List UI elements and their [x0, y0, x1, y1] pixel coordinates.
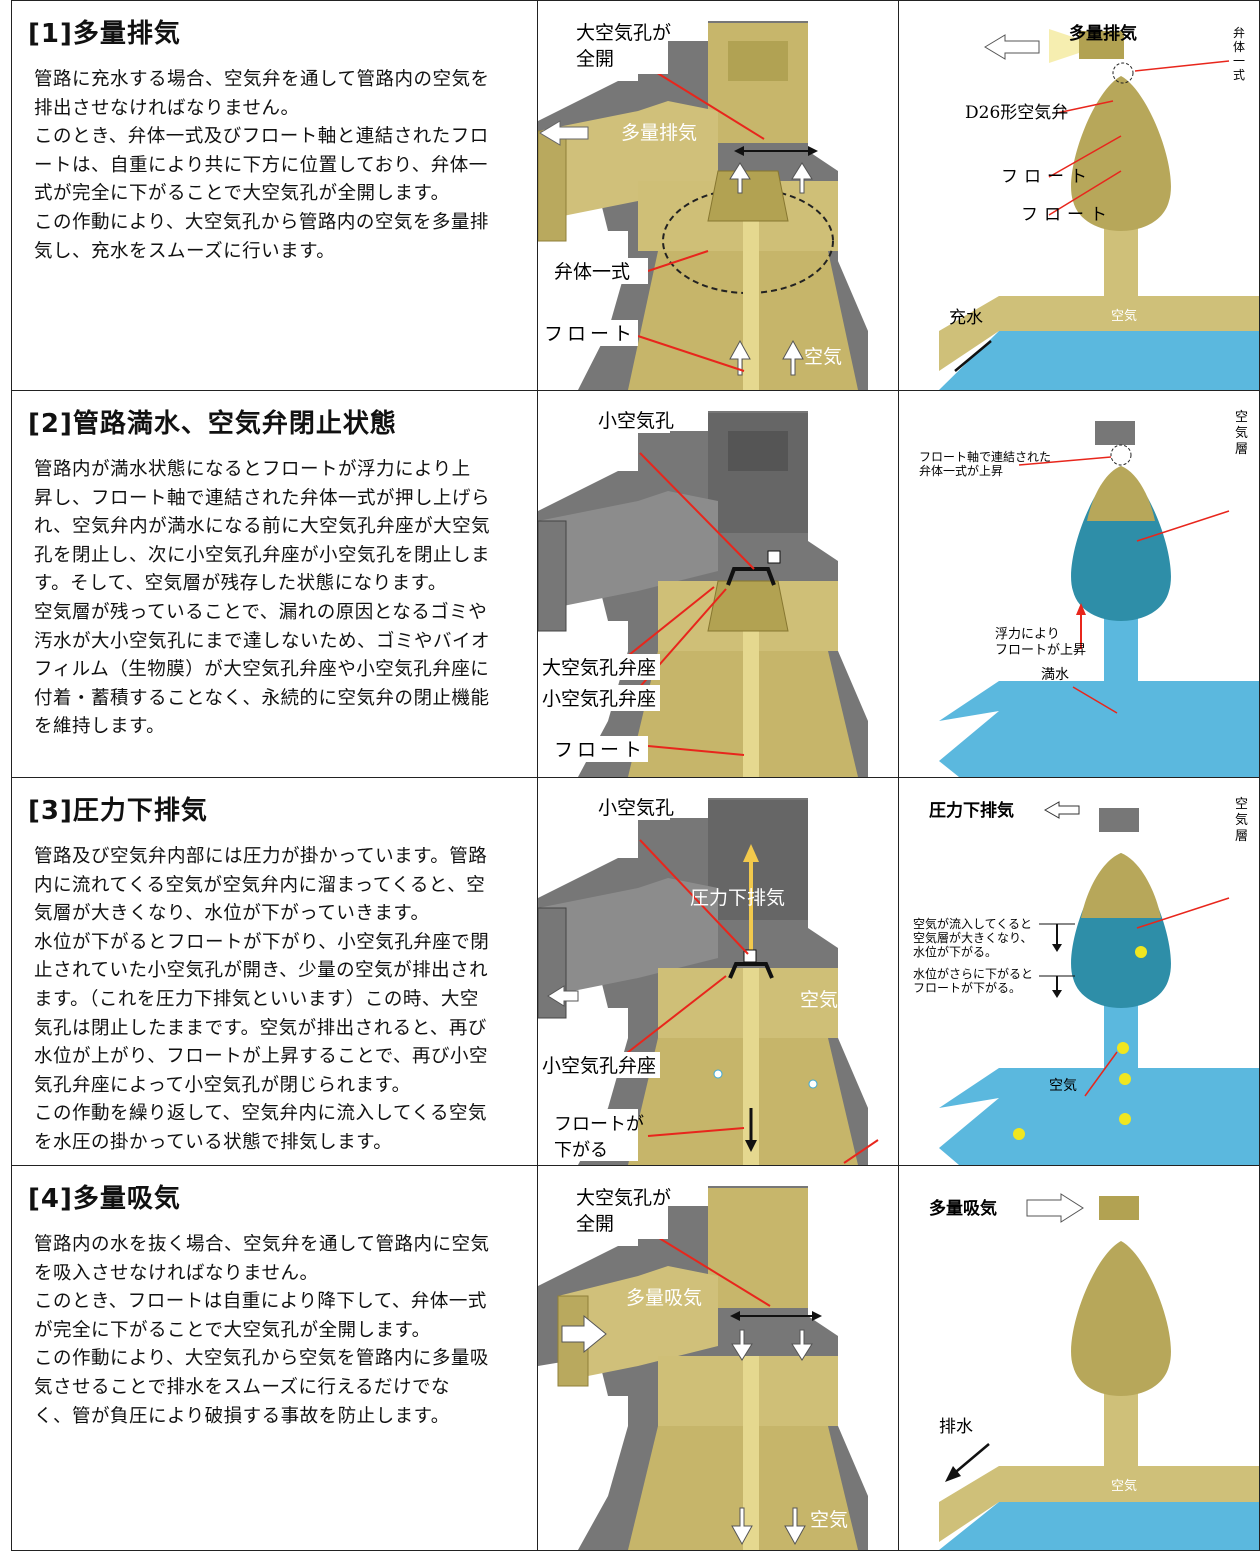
valve-cutaway-diagram: 大空気孔が 全開 多量吸気 空気: [538, 1181, 868, 1550]
installation-diagram: 多量吸気 排水 空気: [929, 1193, 1259, 1550]
float-label: フロート: [1001, 167, 1093, 187]
pipe-label: 空気: [1111, 308, 1137, 324]
rise-label: フロートが上昇: [995, 643, 1086, 658]
installation-diagram: フロート軸で連結された 弁体一式が上昇 空気層 浮力により フロートが上昇 満水: [919, 410, 1259, 777]
valve-name-label: D26形空気弁: [965, 103, 1068, 123]
callout-label: 大空気孔が: [576, 1187, 671, 1209]
diagram-title: 多量吸気: [929, 1198, 997, 1219]
section-3-cutaway: 小空気孔 圧力下排気 空気 小空気孔弁座 フロートが 下がる: [537, 777, 899, 1166]
water-label: 排水: [939, 1417, 973, 1437]
water-label: 満水: [1041, 667, 1069, 683]
small-seat-label: 小空気孔弁座: [542, 688, 656, 710]
float-label: 下がる: [554, 1140, 608, 1161]
section-2-install: フロート軸で連結された 弁体一式が上昇 空気層 浮力により フロートが上昇 満水: [898, 390, 1260, 778]
diagram-title: 圧力下排気: [929, 800, 1014, 821]
float-label: フロートが: [554, 1114, 644, 1135]
flow-label: 多量吸気: [626, 1287, 702, 1309]
rise-label: 浮力により: [995, 627, 1060, 642]
section-heading: [3]圧力下排気: [28, 796, 208, 826]
valve-body-label: 弁体一式: [554, 261, 630, 283]
air-label: 空気: [1049, 1078, 1077, 1094]
small-hole-label: 小空気孔: [598, 797, 674, 819]
note-label: 弁体一式が上昇: [919, 463, 1003, 478]
section-heading: [1]多量排気: [28, 19, 181, 49]
float-label: フロート: [554, 739, 646, 761]
diagram-title: 多量排気: [1069, 23, 1137, 44]
side-label: 弁体一式: [1233, 25, 1245, 82]
air-label: 空気: [800, 989, 838, 1011]
section-3-text: [3]圧力下排気 管路及び空気弁内部には圧力が掛かっています。管路内に流れてくる…: [11, 777, 538, 1166]
section-paragraph: 管路に充水する場合、空気弁を通して管路内の空気を排出させなければなりません。この…: [34, 69, 490, 262]
callout-label: 全開: [576, 1213, 614, 1235]
air-label: 空気: [810, 1509, 848, 1531]
section-paragraph: 管路内が満水状態になるとフロートが浮力により上昇し、フロート軸で連結された弁体一…: [34, 459, 491, 738]
note-label: フロート軸で連結された: [919, 450, 1051, 464]
float-label: フロート: [1021, 205, 1113, 225]
note-label: フロートが下がる。: [913, 980, 1021, 995]
valve-cutaway-diagram: 小空気孔 圧力下排気 空気 小空気孔弁座 フロートが 下がる: [538, 792, 879, 1165]
callout-label: 大空気孔が: [576, 22, 671, 44]
section-paragraph: 管路内の水を抜く場合、空気弁を通して管路内に空気を吸入させなければなりません。こ…: [34, 1234, 490, 1427]
flow-label: 多量排気: [621, 122, 697, 144]
section-1-install: 多量排気 弁体一式 D26形空気弁 フロート フロート 充水 空気: [898, 0, 1260, 391]
large-seat-label: 大空気孔弁座: [542, 657, 656, 679]
flow-label: 圧力下排気: [690, 887, 785, 909]
water-label: 充水: [949, 308, 983, 328]
installation-diagram: 圧力下排気 空気層 空気が流入してくると 空気層が大きくなり、 水位が下がる。 …: [913, 797, 1259, 1165]
valve-cutaway-diagram: 小空気孔 大空気孔弁座 小空気孔弁座 フロート: [538, 405, 868, 777]
air-label: 空気: [804, 346, 842, 368]
section-3-install: 圧力下排気 空気層 空気が流入してくると 空気層が大きくなり、 水位が下がる。 …: [898, 777, 1260, 1166]
section-1-text: [1]多量排気 管路に充水する場合、空気弁を通して管路内の空気を排出させなければ…: [11, 0, 538, 391]
section-4-cutaway: 大空気孔が 全開 多量吸気 空気: [537, 1165, 899, 1551]
section-4-text: [4]多量吸気 管路内の水を抜く場合、空気弁を通して管路内に空気を吸入させなけれ…: [11, 1165, 538, 1551]
section-heading: [4]多量吸気: [28, 1184, 181, 1214]
section-2-text: [2]管路満水、空気弁閉止状態 管路内が満水状態になるとフロートが浮力により上昇…: [11, 390, 538, 778]
small-seat-label: 小空気孔弁座: [542, 1055, 656, 1077]
note-label: 水位がさらに下がると: [913, 966, 1033, 981]
section-2-cutaway: 小空気孔 大空気孔弁座 小空気孔弁座 フロート: [537, 390, 899, 778]
section-heading: [2]管路満水、空気弁閉止状態: [28, 409, 397, 439]
note-label: 空気層が大きくなり、: [913, 930, 1033, 945]
small-hole-label: 小空気孔: [598, 410, 674, 432]
section-1-cutaway: 大空気孔が 全開 多量排気 弁体一式 フロート 空気: [537, 0, 899, 391]
note-label: 空気が流入してくると: [913, 916, 1032, 931]
valve-cutaway-diagram: 大空気孔が 全開 多量排気 弁体一式 フロート 空気: [538, 16, 868, 390]
note-label: 水位が下がる。: [913, 944, 997, 959]
side-label: 空気層: [1235, 410, 1248, 457]
installation-diagram: 多量排気 弁体一式 D26形空気弁 フロート フロート 充水 空気: [939, 23, 1259, 390]
callout-label: 全開: [576, 48, 614, 70]
side-label: 空気層: [1235, 797, 1248, 844]
section-paragraph: 管路及び空気弁内部には圧力が掛かっています。管路内に流れてくる空気が空気弁内に溜…: [34, 846, 490, 1153]
section-4-install: 多量吸気 排水 空気: [898, 1165, 1260, 1551]
pipe-label: 空気: [1111, 1478, 1137, 1494]
float-label: フロート: [544, 323, 636, 345]
